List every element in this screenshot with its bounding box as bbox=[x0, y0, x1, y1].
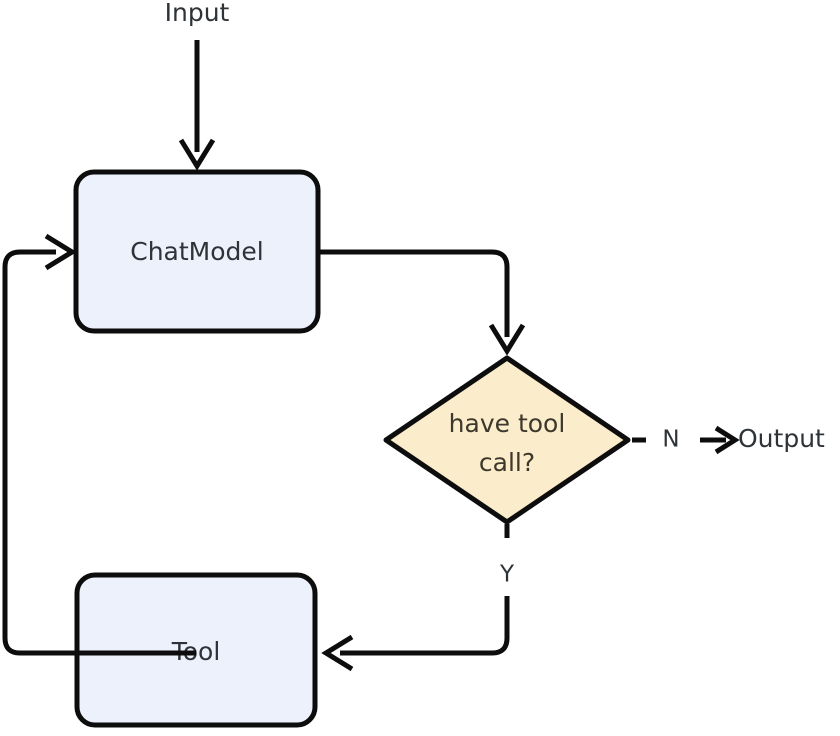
edge-chatmodel-to-decision bbox=[318, 249, 526, 356]
output-label: Output bbox=[738, 424, 825, 453]
decision-label-line1: have tool bbox=[449, 409, 566, 438]
edge-tool-to-chatmodel bbox=[2, 233, 196, 656]
decision-label-line2: call? bbox=[479, 448, 535, 477]
edge-decision-no-to-output bbox=[632, 425, 740, 455]
node-tool[interactable]: Tool bbox=[74, 572, 318, 728]
decision-diamond[interactable] bbox=[383, 355, 631, 525]
input-label: Input bbox=[165, 0, 230, 27]
arrowhead-into-tool-right bbox=[321, 634, 354, 672]
node-chatmodel[interactable]: ChatModel bbox=[73, 169, 321, 334]
arrowhead-into-chatmodel-left bbox=[44, 233, 77, 271]
branch-label-no: N bbox=[662, 427, 679, 453]
edge-input-to-chatmodel bbox=[178, 40, 216, 171]
tool-box[interactable] bbox=[74, 572, 318, 728]
arrowhead-into-decision-top bbox=[488, 323, 526, 356]
edge-decision-yes-to-tool bbox=[321, 524, 510, 672]
edge-yes-to-tool-line bbox=[340, 596, 510, 656]
node-decision[interactable]: have tool call? bbox=[383, 355, 631, 525]
arrowhead-into-output bbox=[714, 425, 740, 455]
chatmodel-label: ChatModel bbox=[130, 237, 263, 266]
edge-chatmodel-to-decision-line bbox=[318, 249, 510, 337]
branch-label-yes: Y bbox=[499, 562, 515, 588]
arrowhead-into-chatmodel-top bbox=[178, 138, 216, 171]
edge-feedback-loop-line bbox=[2, 249, 196, 656]
